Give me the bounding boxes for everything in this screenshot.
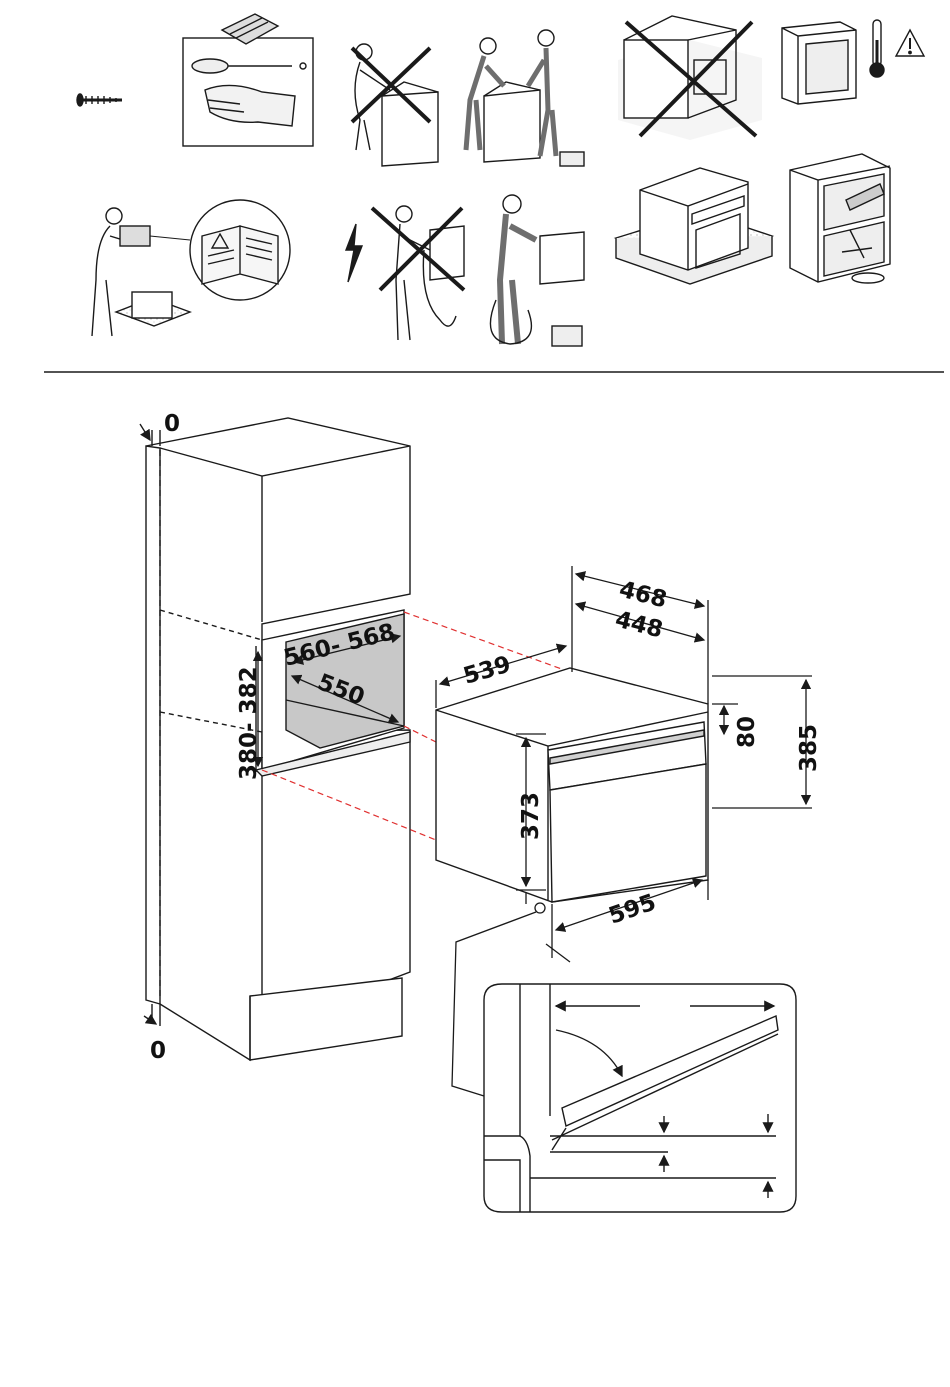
two-person-lift bbox=[466, 30, 584, 166]
oven-body bbox=[436, 668, 708, 902]
thermometer-icon bbox=[870, 20, 884, 77]
oven-on-surface bbox=[616, 168, 772, 284]
oven-depth-label: 539 bbox=[460, 652, 513, 690]
hinge-detail bbox=[484, 984, 796, 1212]
gap-top-label: 0 bbox=[164, 411, 180, 437]
depth-b-label: 448 bbox=[613, 607, 666, 644]
warning-triangle-icon bbox=[896, 30, 924, 56]
screwdriver-gloves-icon bbox=[183, 14, 313, 146]
gap-bottom-label: 0 bbox=[150, 1038, 166, 1064]
clean-cabinet-icon bbox=[790, 154, 890, 283]
screw-icon bbox=[77, 94, 122, 106]
qualified-electrician bbox=[490, 195, 584, 346]
lift-alone-crossed bbox=[352, 44, 438, 166]
front-width-label: 595 bbox=[605, 889, 659, 929]
total-height-label: 385 bbox=[796, 724, 822, 772]
read-instructions-icon bbox=[92, 200, 290, 336]
front-height-label: 373 bbox=[518, 792, 544, 840]
electric-hazard-icon bbox=[346, 224, 362, 282]
carry-by-handle-crossed bbox=[618, 16, 762, 140]
niche-height-label: 380- 382 bbox=[236, 666, 262, 780]
panel-height-label: 80 bbox=[734, 716, 760, 748]
cabinet-open-icon bbox=[782, 22, 856, 104]
safety-pictograms bbox=[77, 14, 924, 346]
electrician-crossed bbox=[372, 206, 464, 340]
